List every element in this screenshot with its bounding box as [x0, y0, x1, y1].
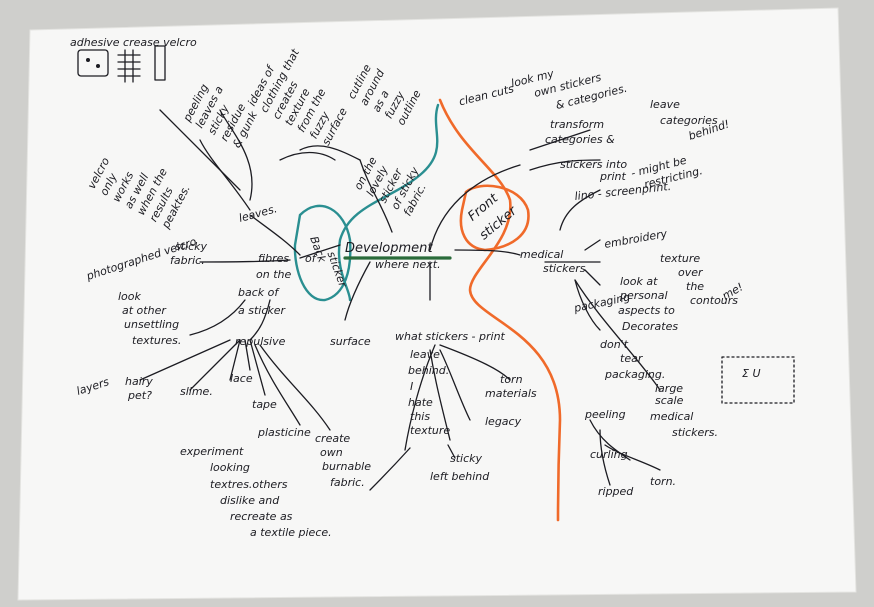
center-node: Development where next.	[345, 241, 441, 271]
note-lace: lace	[230, 372, 253, 385]
svg-text:burnable: burnable	[322, 460, 371, 473]
note-repulsive: repulsive	[235, 335, 286, 348]
svg-text:texture: texture	[410, 424, 450, 437]
svg-text:Σ U: Σ U	[742, 367, 761, 380]
svg-text:pet?: pet?	[127, 389, 152, 402]
center-title: Development	[345, 241, 433, 256]
note-sticky-fabric: sticky fabric.	[170, 240, 208, 267]
teal-back-loop	[293, 204, 352, 302]
svg-text:materials: materials	[485, 387, 537, 400]
svg-text:categories: categories	[660, 114, 718, 127]
svg-text:sticky: sticky	[450, 452, 483, 465]
svg-text:on the: on the	[256, 268, 291, 281]
note-curling: curling	[590, 448, 628, 461]
svg-text:left behind: left behind	[430, 470, 490, 483]
note-slime: slime.	[180, 385, 213, 398]
svg-text:stickers.: stickers.	[672, 426, 718, 439]
svg-text:medical: medical	[520, 248, 563, 261]
svg-text:Decorates: Decorates	[622, 320, 678, 333]
svg-text:textres.others: textres.others	[210, 478, 288, 491]
paper-sheet	[17, 7, 857, 601]
svg-text:aspects to: aspects to	[618, 304, 675, 317]
svg-text:dislike and: dislike and	[220, 494, 280, 507]
svg-text:hairy: hairy	[125, 375, 153, 388]
orange-front-loop	[459, 184, 530, 252]
back-label-2: of	[305, 252, 318, 265]
svg-text:looking: looking	[210, 461, 250, 474]
svg-text:behind.: behind.	[408, 364, 449, 377]
svg-text:transform: transform	[550, 118, 604, 131]
material-sketches: adhesive crease velcro	[70, 36, 197, 83]
svg-text:own: own	[320, 446, 343, 459]
svg-text:fabric.: fabric.	[330, 476, 365, 489]
svg-text:don't: don't	[600, 338, 629, 351]
svg-text:tear: tear	[620, 352, 644, 365]
svg-text:scale: scale	[655, 394, 684, 407]
note-experiment: experiment looking textres.others dislik…	[180, 445, 332, 539]
svg-text:hate: hate	[408, 396, 433, 409]
svg-text:stickers: stickers	[543, 262, 586, 275]
note-legacy: legacy	[485, 415, 522, 428]
note-create-fabric: create own burnable fabric.	[315, 432, 371, 489]
svg-text:personal: personal	[619, 289, 668, 302]
svg-text:unsettling: unsettling	[124, 318, 179, 331]
note-torn: torn.	[650, 475, 676, 488]
svg-text:torn: torn	[500, 373, 523, 386]
note-ripped: ripped	[598, 485, 634, 498]
sketch-label: adhesive crease velcro	[70, 36, 197, 49]
note-medical-stickers: medical stickers	[520, 248, 586, 275]
note-large-scale: large scale medical stickers.	[650, 382, 718, 439]
svg-text:texture: texture	[660, 252, 700, 265]
svg-text:create: create	[315, 432, 350, 445]
svg-text:the: the	[686, 280, 704, 293]
note-leave-behind: leave behind.	[408, 348, 449, 377]
svg-text:print: print	[599, 170, 627, 183]
svg-text:stickers into: stickers into	[560, 158, 627, 171]
svg-text:categories &: categories &	[545, 133, 615, 146]
note-tape: tape	[252, 398, 277, 411]
svg-text:leave: leave	[650, 98, 680, 111]
note-hairy-pet: hairy pet?	[125, 375, 153, 402]
svg-text:contours: contours	[690, 294, 738, 307]
svg-text:large: large	[655, 382, 683, 395]
svg-text:leave: leave	[410, 348, 440, 361]
note-peeling: peeling	[584, 408, 626, 421]
svg-text:sticky: sticky	[175, 240, 208, 253]
svg-text:look: look	[118, 290, 142, 303]
note-dont-tear: don't tear packaging.	[600, 338, 665, 381]
note-hate-texture: I hate this texture	[408, 380, 450, 437]
teal-divider-line	[337, 103, 440, 302]
svg-text:textures.: textures.	[132, 334, 181, 347]
svg-text:fabric.: fabric.	[170, 254, 205, 267]
note-sticky-left: sticky left behind	[430, 452, 490, 483]
svg-text:fibres: fibres	[258, 252, 289, 265]
note-look-personal: look at personal aspects to Decorates	[618, 275, 678, 333]
svg-text:look at: look at	[620, 275, 658, 288]
note-transform: transform categories &	[545, 118, 615, 146]
note-torn-materials: torn materials	[485, 373, 537, 400]
svg-text:a sticker: a sticker	[238, 304, 287, 317]
note-stickers-into-print: stickers into print	[560, 158, 627, 183]
svg-text:packaging.: packaging.	[604, 368, 665, 381]
svg-text:back of: back of	[238, 286, 280, 299]
svg-text:experiment: experiment	[180, 445, 244, 458]
center-subtitle: where next.	[375, 258, 441, 271]
note-surface: surface	[330, 335, 371, 348]
svg-text:I: I	[410, 380, 413, 393]
note-plasticine: plasticine	[257, 426, 311, 439]
label-sketch: Σ U	[721, 356, 795, 404]
svg-text:recreate as: recreate as	[230, 510, 293, 523]
svg-text:over: over	[678, 266, 704, 279]
note-fibres: fibres on the back of a sticker	[238, 252, 291, 317]
svg-text:medical: medical	[650, 410, 693, 423]
connector-lines	[139, 109, 661, 491]
svg-text:this: this	[410, 410, 430, 423]
note-look-textures: look at other unsettling textures.	[118, 290, 181, 347]
svg-text:a textile piece.: a textile piece.	[250, 526, 332, 539]
svg-text:at other: at other	[122, 304, 167, 317]
note-what-stickers: what stickers - print	[395, 330, 506, 343]
